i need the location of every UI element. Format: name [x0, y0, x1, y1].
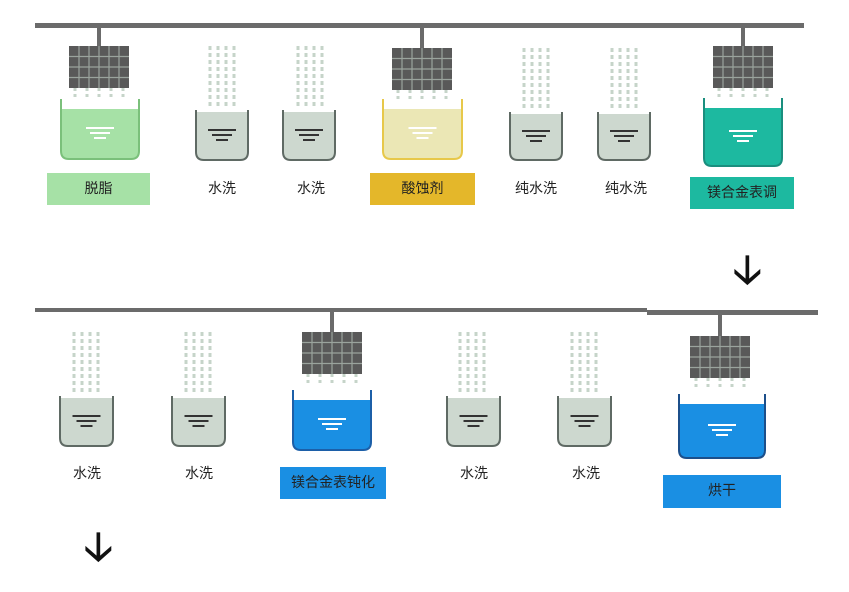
tank-outline	[282, 110, 336, 161]
liquid-level-icon	[522, 130, 550, 142]
step-label-dry: 烘干	[708, 483, 736, 499]
tank-outline	[703, 98, 783, 167]
station-r1-3	[370, 25, 475, 205]
tank-outline	[509, 112, 563, 161]
liquid-level-icon	[72, 415, 101, 427]
rack-hanger	[97, 25, 101, 46]
step-label-background	[370, 173, 475, 205]
liquid-level-icon	[459, 415, 488, 427]
conveyor-rail-1	[35, 23, 804, 28]
tank-outline	[292, 390, 372, 451]
step-label-degrease: 脱脂	[84, 181, 113, 197]
tank-outline	[59, 396, 114, 447]
step-label-rinse-3: 水洗	[73, 466, 101, 482]
liquid-level-icon	[208, 129, 236, 141]
liquid-level-icon	[318, 418, 346, 430]
liquid-level-icon	[408, 127, 437, 139]
liquid-level-icon	[708, 424, 736, 436]
liquid-level-icon	[610, 130, 638, 142]
step-label-background	[47, 173, 150, 205]
station-r1-0	[47, 25, 150, 205]
step-label-pure-rinse-2: 纯水洗	[605, 181, 647, 197]
tank-outline	[60, 99, 140, 160]
rack-hanger	[741, 25, 745, 46]
tank-outline	[446, 396, 501, 447]
station-r2-3	[446, 332, 501, 447]
liquid-level-icon	[729, 130, 757, 142]
step-label-background	[690, 177, 794, 209]
station-r2-0	[59, 332, 114, 447]
liquid-level-icon	[295, 129, 323, 141]
tank-outline	[678, 394, 766, 459]
step-label-background	[280, 467, 386, 499]
step-label-background	[663, 475, 781, 508]
step-label-acid-etch: 酸蚀剂	[401, 181, 444, 197]
liquid-level-icon	[184, 415, 213, 427]
station-r1-1	[195, 46, 249, 161]
station-r2-2	[280, 310, 386, 499]
step-label-passivation: 镁合金表钝化	[291, 475, 375, 491]
station-r1-4	[509, 48, 563, 161]
tank-outline	[171, 396, 226, 447]
step-label-rinse-1: 水洗	[208, 181, 236, 197]
conveyor-rail-2a	[35, 308, 647, 312]
tank-outline	[195, 110, 249, 161]
liquid-level-icon	[570, 415, 599, 427]
liquid-level-icon	[86, 127, 114, 139]
down-arrow-icon: 🡣	[84, 524, 113, 570]
tank-outline	[597, 112, 651, 161]
station-r2-5	[663, 313, 781, 508]
rack-hanger	[330, 310, 334, 332]
station-r2-4	[557, 332, 612, 447]
rack-hanger	[420, 25, 424, 48]
station-r1-2	[282, 46, 336, 161]
step-label-rinse-6: 水洗	[572, 466, 600, 482]
tank-outline	[557, 396, 612, 447]
step-label-conversion: 镁合金表调	[707, 185, 777, 201]
step-label-rinse-2: 水洗	[297, 181, 325, 197]
step-label-rinse-5: 水洗	[460, 466, 488, 482]
station-r1-5	[597, 48, 651, 161]
station-r2-1	[171, 332, 226, 447]
tank-outline	[382, 99, 463, 160]
down-arrow-icon: 🡣	[733, 247, 762, 293]
step-label-rinse-4: 水洗	[185, 466, 213, 482]
rack-hanger	[718, 313, 722, 336]
station-r1-6	[690, 25, 794, 209]
conveyor-rail-2b	[647, 310, 818, 315]
step-label-pure-rinse-1: 纯水洗	[515, 181, 557, 197]
